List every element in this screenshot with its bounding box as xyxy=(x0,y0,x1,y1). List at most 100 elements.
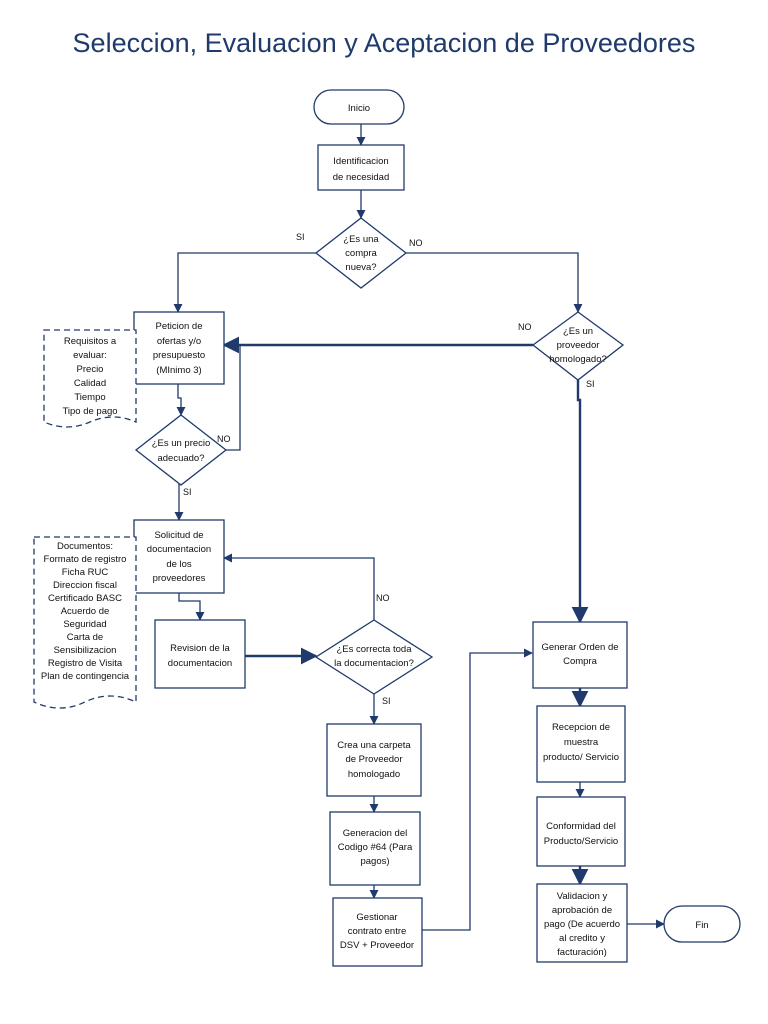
svg-text:homologado?: homologado? xyxy=(549,354,607,365)
node-conformidad: Conformidad del Producto/Servicio xyxy=(536,796,626,867)
svg-text:documentacion: documentacion xyxy=(168,658,232,669)
node-fin: Fin xyxy=(663,905,741,943)
node-carpeta: Crea una carpeta de Proveedor homologado xyxy=(326,723,422,797)
edge-peticion-precio xyxy=(176,384,186,416)
svg-text:Revision de la: Revision de la xyxy=(170,643,230,654)
svg-text:Producto/Servicio: Producto/Servicio xyxy=(544,836,618,847)
decision-precio: ¿Es un precio adecuado? xyxy=(134,414,228,486)
node-recepcion: Recepcion de muestra producto/ Servicio xyxy=(536,705,626,783)
svg-text:producto/ Servicio: producto/ Servicio xyxy=(543,752,619,763)
node-codigo: Generacion del Codigo #64 (Para pagos) xyxy=(329,811,421,886)
svg-text:Generar Orden de: Generar Orden de xyxy=(541,642,618,653)
svg-text:Certificado BASC: Certificado BASC xyxy=(48,593,122,604)
svg-text:Ficha RUC: Ficha RUC xyxy=(62,567,109,578)
label-correcta-no: NO xyxy=(376,593,390,603)
svg-text:Codigo #64 (Para: Codigo #64 (Para xyxy=(338,842,413,853)
svg-text:Calidad: Calidad xyxy=(74,378,106,389)
svg-text:Registro de Visita: Registro de Visita xyxy=(48,658,123,669)
svg-text:Carta de: Carta de xyxy=(67,632,103,643)
svg-text:proveedores: proveedores xyxy=(153,573,206,584)
node-solicitud: Solicitud de documentacion de los provee… xyxy=(133,519,225,594)
svg-text:Plan de contingencia: Plan de contingencia xyxy=(41,671,130,682)
node-revision: Revision de la documentacion xyxy=(154,619,246,689)
label-correcta-si: SI xyxy=(382,696,391,706)
svg-text:compra: compra xyxy=(345,248,377,259)
node-orden: Generar Orden de Compra xyxy=(532,621,628,689)
edge-compra-no xyxy=(406,252,583,313)
svg-text:proveedor: proveedor xyxy=(557,340,600,351)
node-identificacion: Identificacion de necesidad xyxy=(317,144,405,191)
svg-text:(MInimo 3): (MInimo 3) xyxy=(156,365,201,376)
svg-text:pagos): pagos) xyxy=(360,856,389,867)
svg-text:la documentacion?: la documentacion? xyxy=(334,658,414,669)
svg-text:ofertas y/o: ofertas y/o xyxy=(157,336,201,347)
svg-text:Conformidad del: Conformidad del xyxy=(546,821,616,832)
label-precio-no: NO xyxy=(217,434,231,444)
svg-text:Tipo de pago: Tipo de pago xyxy=(62,406,117,417)
page-title: Seleccion, Evaluacion y Aceptacion de Pr… xyxy=(72,28,696,58)
label-compra-no: NO xyxy=(409,238,423,248)
edge-contrato-orden xyxy=(422,648,533,931)
svg-text:Direccion fiscal: Direccion fiscal xyxy=(53,580,117,591)
svg-text:¿Es un: ¿Es un xyxy=(563,326,593,337)
decision-proveedor-homologado: ¿Es un proveedor homologado? xyxy=(531,311,625,381)
document-requisitos: Requisitos a evaluar: Precio Calidad Tie… xyxy=(43,329,137,428)
svg-text:Seguridad: Seguridad xyxy=(63,619,106,630)
node-inicio: Inicio xyxy=(313,89,405,125)
svg-text:Crea una carpeta: Crea una carpeta xyxy=(337,740,411,751)
svg-text:aprobación de: aprobación de xyxy=(552,905,612,916)
svg-text:al credito y: al credito y xyxy=(559,933,605,944)
edge-solicitud-revision xyxy=(178,593,205,621)
svg-text:documentacion: documentacion xyxy=(147,544,211,555)
edge-homologado-si xyxy=(571,380,589,624)
edge-correcta-no xyxy=(223,553,375,620)
svg-text:Gestionar: Gestionar xyxy=(356,912,397,923)
svg-text:Recepcion de: Recepcion de xyxy=(552,722,610,733)
svg-text:¿Es un precio: ¿Es un precio xyxy=(152,438,211,449)
svg-text:de los: de los xyxy=(166,559,192,570)
node-contrato: Gestionar contrato entre DSV + Proveedor xyxy=(332,897,423,967)
svg-text:pago (De acuerdo: pago (De acuerdo xyxy=(544,919,620,930)
label-homologado-si: SI xyxy=(586,379,595,389)
node-validacion: Validacion y aprobación de pago (De acue… xyxy=(536,883,628,963)
svg-text:DSV + Proveedor: DSV + Proveedor xyxy=(340,940,414,951)
svg-text:Identificacion: Identificacion xyxy=(333,156,388,167)
edge-precio-no xyxy=(223,340,241,451)
svg-text:Compra: Compra xyxy=(563,656,598,667)
node-inicio-label: Inicio xyxy=(348,103,370,114)
node-peticion: Peticion de ofertas y/o presupuesto (MIn… xyxy=(133,311,225,385)
svg-text:Solicitud de: Solicitud de xyxy=(154,530,203,541)
edges xyxy=(173,124,665,931)
document-documentos: Documentos: Formato de registro Ficha RU… xyxy=(33,536,137,709)
svg-text:homologado: homologado xyxy=(348,769,400,780)
edge-labels: SI NO NO SI NO SI NO SI xyxy=(183,232,595,706)
svg-text:de necesidad: de necesidad xyxy=(333,172,390,183)
decision-correcta: ¿Es correcta toda la documentacion? xyxy=(314,619,434,695)
svg-text:Sensibilizacion: Sensibilizacion xyxy=(54,645,117,656)
svg-text:Precio: Precio xyxy=(77,364,104,375)
svg-text:presupuesto: presupuesto xyxy=(153,350,205,361)
svg-text:de Proveedor: de Proveedor xyxy=(345,754,402,765)
svg-text:facturación): facturación) xyxy=(557,947,607,958)
label-homologado-no: NO xyxy=(518,322,532,332)
svg-text:muestra: muestra xyxy=(564,737,599,748)
svg-text:Generacion del: Generacion del xyxy=(343,828,407,839)
label-compra-si: SI xyxy=(296,232,305,242)
svg-text:Validacion y: Validacion y xyxy=(557,891,608,902)
decision-compra-nueva: ¿Es una compra nueva? xyxy=(314,217,408,289)
svg-text:adecuado?: adecuado? xyxy=(157,453,204,464)
svg-text:¿Es correcta toda: ¿Es correcta toda xyxy=(337,644,413,655)
svg-text:Acuerdo de: Acuerdo de xyxy=(61,606,110,617)
svg-text:Tiempo: Tiempo xyxy=(74,392,105,403)
node-fin-label: Fin xyxy=(695,920,708,931)
svg-text:Formato de registro: Formato de registro xyxy=(44,554,127,565)
svg-text:Requisitos a: Requisitos a xyxy=(64,336,117,347)
edge-compra-si xyxy=(173,252,316,313)
svg-text:Peticion de: Peticion de xyxy=(155,321,202,332)
label-precio-si: SI xyxy=(183,487,192,497)
svg-text:nueva?: nueva? xyxy=(345,262,376,273)
svg-text:evaluar:: evaluar: xyxy=(73,350,107,361)
svg-text:contrato entre: contrato entre xyxy=(348,926,407,937)
svg-text:Documentos:: Documentos: xyxy=(57,541,113,552)
